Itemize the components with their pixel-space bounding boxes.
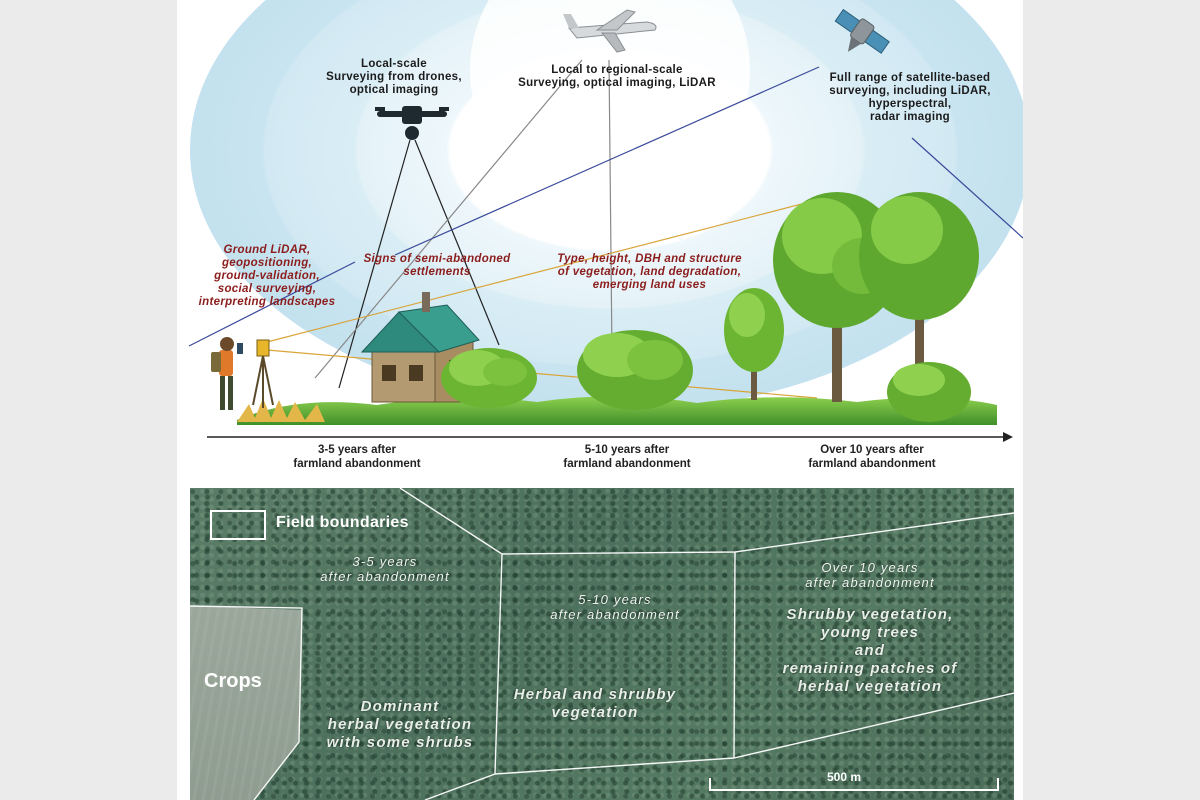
legend-swatch xyxy=(210,510,266,540)
zone1-description: Dominant herbal vegetation with some shr… xyxy=(326,698,474,751)
timeline-label-2: 5-10 years after farmland abandonment xyxy=(563,444,691,470)
grass-strip xyxy=(237,396,997,425)
zone3-period: Over 10 years after abandonment xyxy=(805,560,935,590)
zone2-period: 5-10 years after abandonment xyxy=(550,592,680,622)
vegetation-icons xyxy=(441,192,979,422)
crops-label: Crops xyxy=(204,670,262,692)
sensing-lines xyxy=(188,59,1023,399)
timeline-axis xyxy=(207,432,1013,442)
field-boundaries xyxy=(190,488,1014,800)
satellite-icon xyxy=(834,8,890,54)
drone-label: Local-scale Surveying from drones, optic… xyxy=(326,58,462,96)
aerial-photo: Field boundaries Crops 3-5 years after a… xyxy=(190,488,1014,800)
shrub-1 xyxy=(441,348,537,408)
abandoned-house-icon xyxy=(360,292,480,403)
vegetation-label: Type, height, DBH and structure of veget… xyxy=(557,253,742,291)
zone3-description: Shrubby vegetation, young trees and rema… xyxy=(782,606,958,695)
remote-sensing-diagram xyxy=(188,0,1023,442)
dry-grass xyxy=(237,398,325,422)
young-tree xyxy=(724,288,784,400)
settlements-label: Signs of semi-abandoned settlements xyxy=(363,253,511,278)
legend-label: Field boundaries xyxy=(276,514,409,531)
airplane-icon xyxy=(563,9,657,53)
shrub-2 xyxy=(577,330,693,410)
large-tree-2 xyxy=(859,192,979,375)
scale-label: 500 m xyxy=(827,770,862,784)
zone1-period: 3-5 years after abandonment xyxy=(320,554,450,584)
aircraft-label: Local to regional-scale Surveying, optic… xyxy=(518,64,716,89)
timeline-label-1: 3-5 years after farmland abandonment xyxy=(293,444,421,470)
scale-bar xyxy=(709,778,999,791)
surveyor-icon xyxy=(211,337,274,410)
shrub-3 xyxy=(887,362,971,422)
figure: Local-scale Surveying from drones, optic… xyxy=(177,0,1023,800)
timeline-label-3: Over 10 years after farmland abandonment xyxy=(808,444,936,470)
satellite-label: Full range of satellite-based surveying,… xyxy=(829,72,991,123)
ground-label: Ground LiDAR, geopositioning, ground-val… xyxy=(198,244,336,308)
drone-icon xyxy=(375,106,449,140)
zone2-description: Herbal and shrubby vegetation xyxy=(513,686,677,721)
